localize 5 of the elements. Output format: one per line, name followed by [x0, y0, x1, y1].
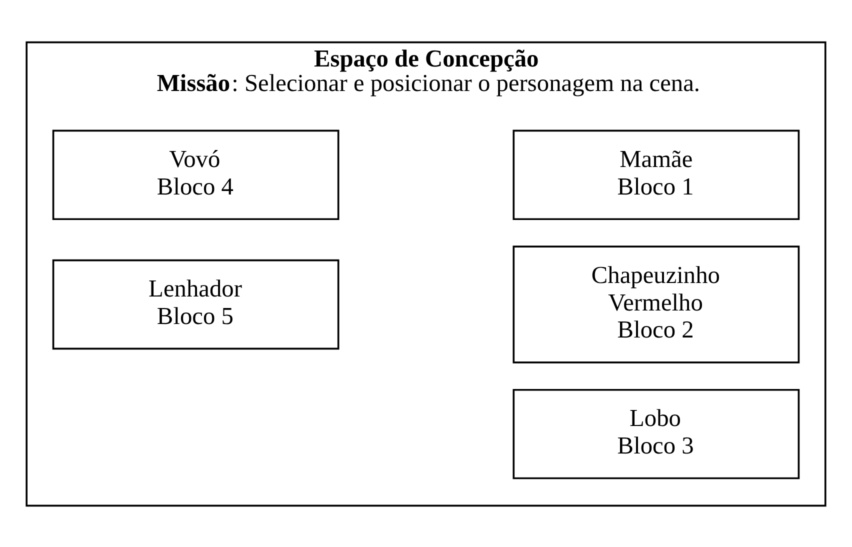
node-box: Vovó Bloco 4	[52, 129, 340, 220]
node-box: Lobo Bloco 3	[512, 388, 800, 479]
node-box: Lenhador Bloco 5	[52, 258, 340, 350]
node-box: Mamãe Bloco 1	[512, 129, 800, 220]
node-box: Chapeuzinho Vermelho Bloco 2	[512, 245, 800, 363]
